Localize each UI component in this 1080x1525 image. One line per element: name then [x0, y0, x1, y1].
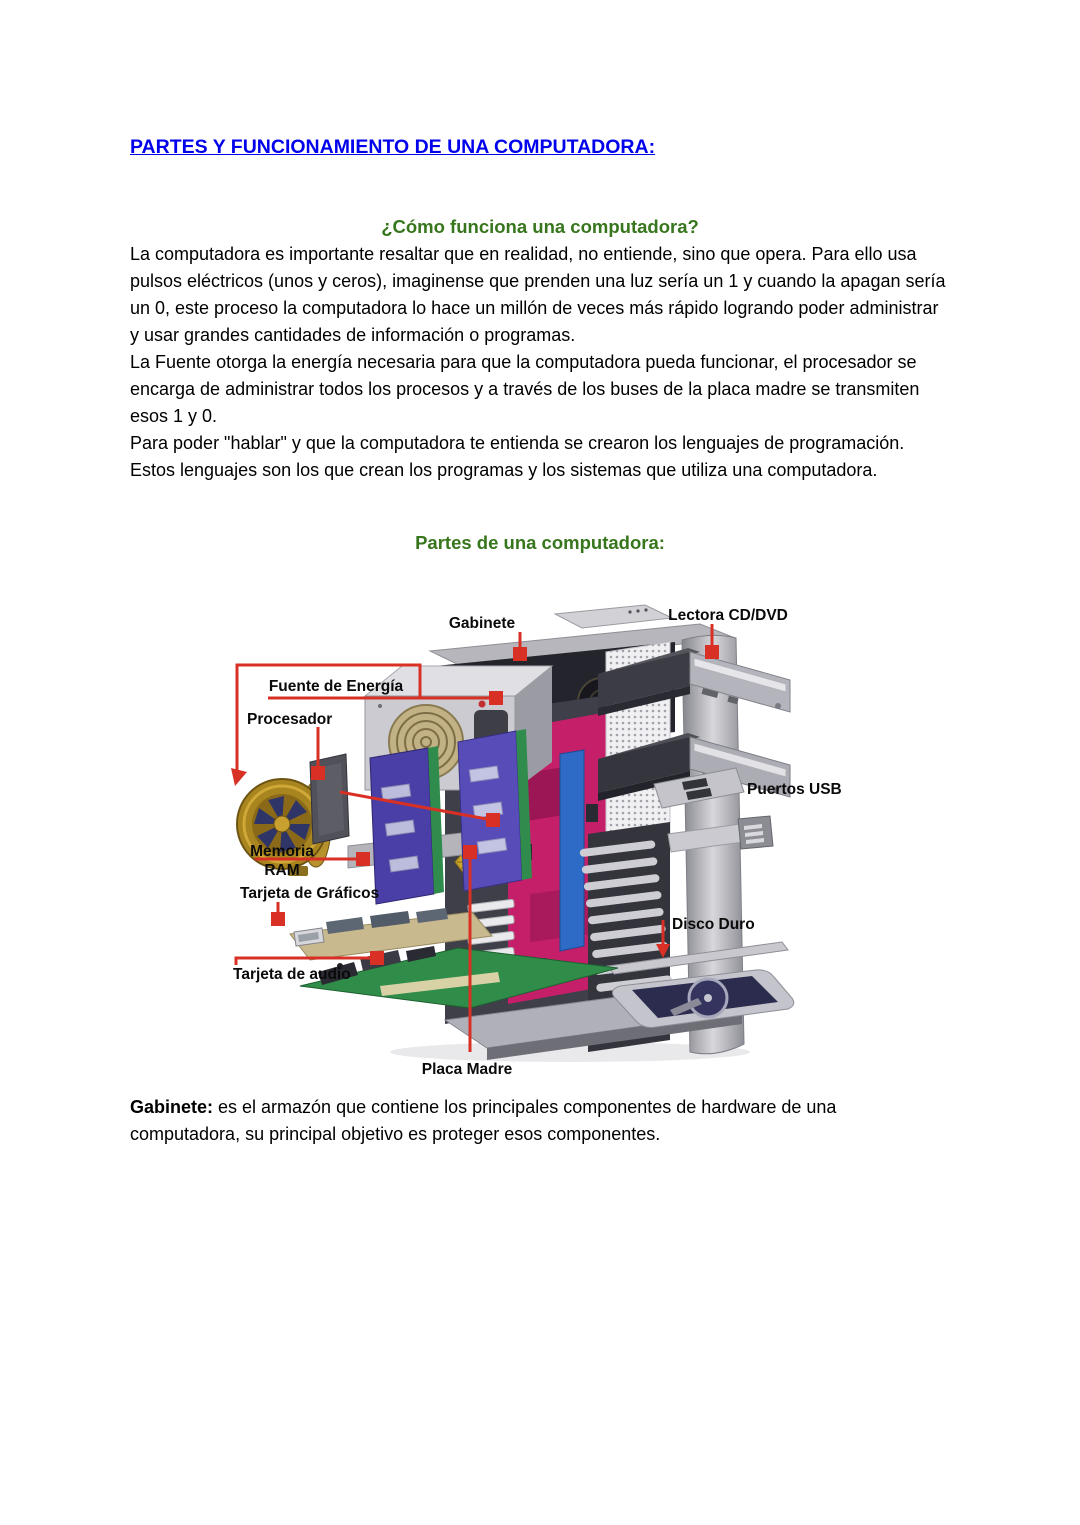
label-tarjeta-audio: Tarjeta de audio [233, 966, 351, 983]
label-procesador: Procesador [247, 711, 332, 728]
paragraph-gabinete-definition: Gabinete: es el armazón que contiene los… [130, 1094, 950, 1148]
paragraph-funcionamiento: La computadora es importante resaltar qu… [130, 244, 946, 345]
paragraph-fuente: La Fuente otorga la energía necesaria pa… [130, 352, 920, 426]
cpu-fan [236, 778, 332, 876]
hard-drive [607, 941, 795, 1028]
label-ram: RAM [264, 862, 299, 879]
gabinete-term: Gabinete: [130, 1097, 214, 1117]
label-puertos-usb: Puertos USB [747, 781, 842, 798]
graphics-card [289, 908, 493, 961]
label-fuente-energia: Fuente de Energía [269, 678, 404, 695]
leader-audio [234, 951, 384, 965]
section-heading-como-funciona: ¿Cómo funciona una computadora? [381, 216, 699, 237]
label-gabinete: Gabinete [449, 615, 516, 632]
usb-ports [653, 767, 774, 853]
exploded-computer-illustration: Gabinete Lectora CD/DVD Fuente de Energí… [231, 604, 842, 1078]
paragraph-lenguajes: Para poder "hablar" y que la computadora… [130, 433, 905, 480]
leader-disco [656, 920, 670, 958]
leader-lines [231, 624, 719, 1052]
label-disco-duro: Disco Duro [672, 916, 755, 933]
leader-procesador [311, 727, 500, 827]
section-heading-partes: Partes de una computadora: [415, 532, 665, 553]
document-page: PARTES Y FUNCIONAMIENTO DE UNA COMPUTADO… [130, 136, 950, 1148]
label-placa-madre: Placa Madre [422, 1061, 513, 1078]
leader-graficos [271, 902, 285, 926]
motherboard [454, 712, 608, 1004]
leader-lectora [705, 624, 719, 659]
gabinete-definition-text: es el armazón que contiene los principal… [130, 1097, 837, 1144]
diagram-labels: Gabinete Lectora CD/DVD Fuente de Energí… [233, 607, 842, 1078]
label-memoria: Memoria [250, 843, 314, 860]
computer-parts-diagram: Gabinete Lectora CD/DVD Fuente de Energí… [230, 594, 850, 1094]
label-lectora-cd-dvd: Lectora CD/DVD [668, 607, 788, 624]
leader-gabinete [513, 632, 527, 661]
leader-memoria [255, 852, 370, 866]
label-tarjeta-graficos: Tarjeta de Gráficos [240, 885, 379, 902]
cd-dvd-drives [598, 648, 791, 801]
page-title: PARTES Y FUNCIONAMIENTO DE UNA COMPUTADO… [130, 136, 656, 158]
leader-fuente [231, 663, 503, 786]
leader-placa [463, 845, 477, 1052]
